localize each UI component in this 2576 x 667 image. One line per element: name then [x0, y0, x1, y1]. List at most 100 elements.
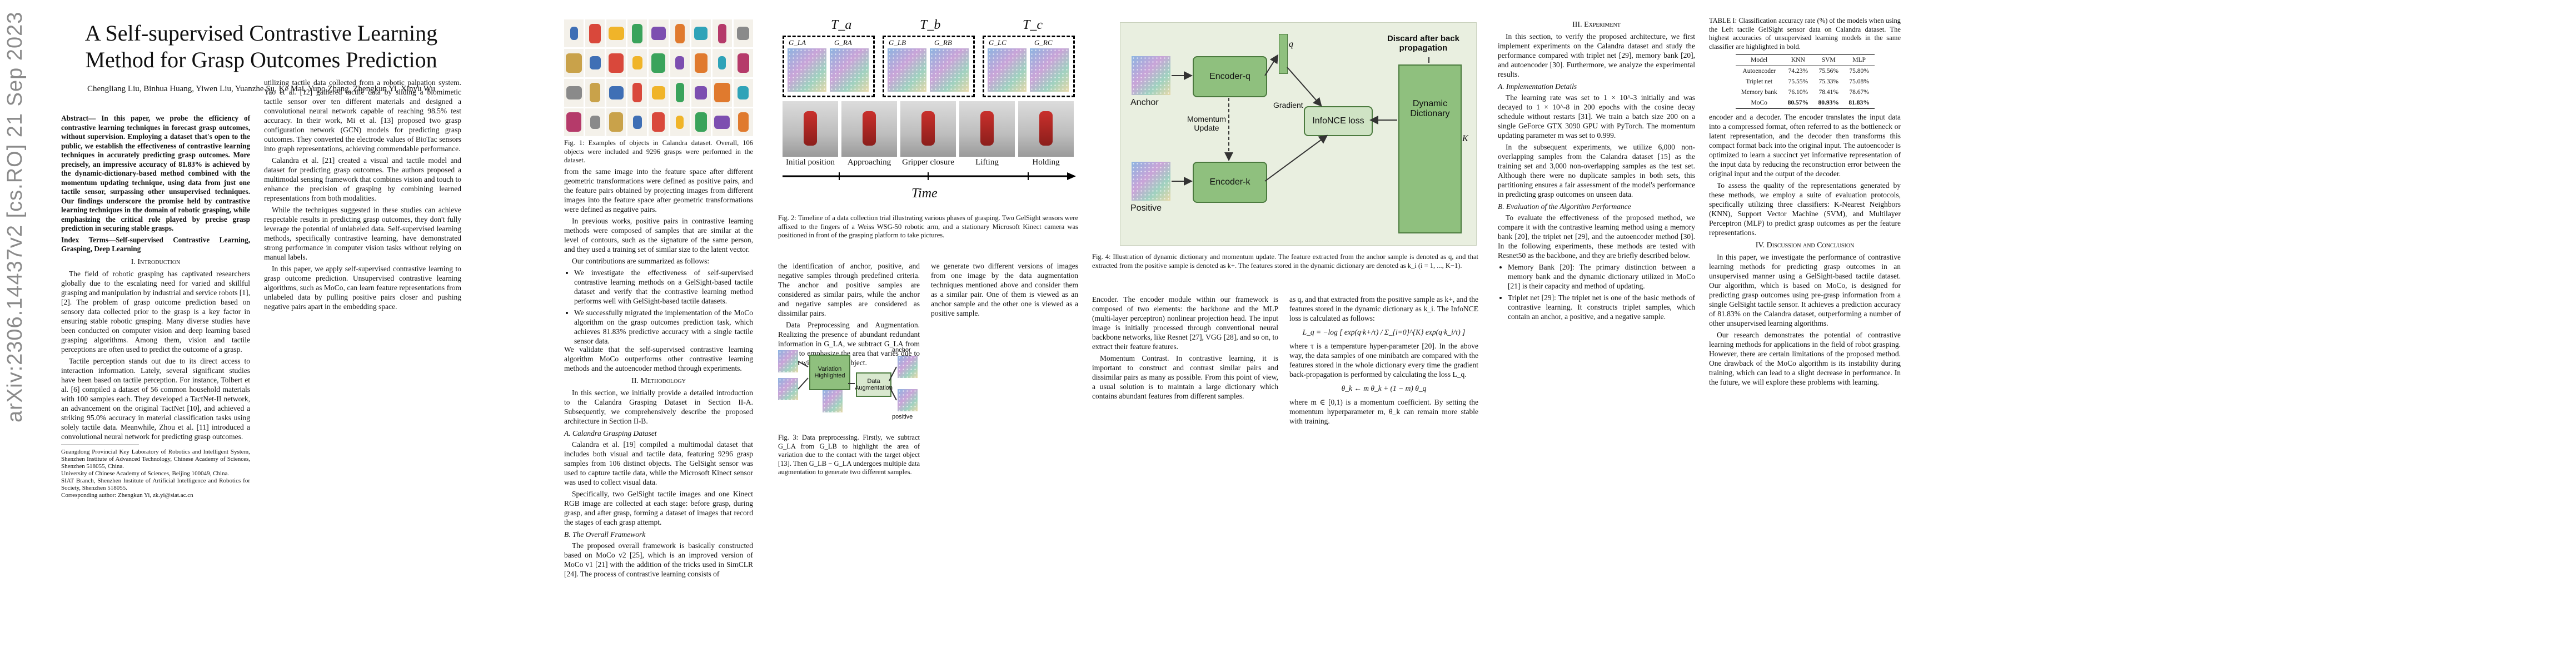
col10-paragraph-1: encoder and a decoder. The encoder trans… — [1709, 113, 1901, 178]
col8-paragraph-2: where τ is a temperature hyper-parameter… — [1289, 342, 1478, 379]
figure-4-moco-diagram: Anchor Positive Encoder-q Encoder-k Mome… — [1120, 22, 1477, 246]
gelsight-image-la — [788, 48, 826, 92]
arxiv-stamp: arXiv:2306.14437v2 [cs.RO] 21 Sep 2023 — [3, 11, 27, 422]
col10-paragraph-2: To assess the quality of the representat… — [1709, 181, 1901, 237]
pane-label-glc: G_LC — [989, 38, 1007, 47]
object-thumbnail — [564, 78, 584, 107]
preproc-anchor — [898, 356, 918, 378]
preproc-arrows — [798, 361, 897, 401]
robot-photo-holding — [1018, 101, 1074, 157]
method-paragraph-4: The proposed overall framework is basica… — [564, 541, 753, 578]
footnote-3: SIAT Branch, Shenzhen Institute of Artif… — [61, 477, 250, 491]
column-10: TABLE I: Classification accuracy rate (%… — [1709, 17, 1901, 389]
object-thumbnail — [712, 108, 732, 136]
table-header-model: Model — [1735, 54, 1783, 66]
contribution-2: We successfully migrated the implementat… — [574, 308, 753, 346]
column-2: utilizing tactile data collected from a … — [264, 78, 461, 313]
object-thumbnail — [691, 78, 711, 107]
column-9: III. Experiment In this section, to veri… — [1498, 17, 1695, 323]
col3-paragraph-1: from the same image into the feature spa… — [564, 167, 753, 213]
col2-paragraph-3: While the techniques suggested in these … — [264, 206, 461, 261]
paper-title: A Self-supervised Contrastive Learning M… — [84, 21, 438, 72]
stage-gripper-closure: Gripper closure — [902, 158, 954, 167]
object-thumbnail — [606, 108, 626, 136]
stage-initial-position: Initial position — [786, 158, 835, 167]
contribution-1: We investigate the effectiveness of self… — [574, 268, 753, 306]
preproc-positive — [898, 389, 918, 411]
object-thumbnail — [691, 108, 711, 136]
column-6: we generate two different versions of im… — [931, 261, 1078, 320]
figure-1-object-grid — [564, 19, 753, 136]
section-discussion: IV. Discussion and Conclusion — [1755, 241, 1855, 250]
figure-1-caption: Fig. 1: Examples of objects in Calandra … — [564, 139, 753, 164]
column-1: Abstract— In this paper, we probe the ef… — [61, 114, 250, 499]
gelsight-image-lc — [988, 48, 1027, 92]
arxiv-margin: arXiv:2306.14437v2 [cs.RO] 21 Sep 2023 — [0, 0, 33, 667]
object-thumbnail — [606, 49, 626, 77]
data-augmentation-box: Data Augmentation — [855, 372, 893, 397]
object-thumbnail — [649, 49, 669, 77]
figure-3-preprocessing: Variation Highlighted Data Augmentation … — [778, 345, 920, 428]
col10-paragraph-3: In this paper, we investigate the perfor… — [1709, 253, 1901, 327]
anchor-image — [1132, 56, 1170, 95]
robot-photo-lifting — [959, 101, 1015, 157]
equation-momentum: θ_k ← m θ_k + (1 − m) θ_q — [1341, 384, 1427, 392]
anchor-label: Anchor — [1130, 98, 1159, 107]
positive-label: Positive — [1130, 203, 1162, 213]
infonce-loss-box: InfoNCE loss — [1304, 106, 1373, 136]
col8-paragraph-3: where m ∈ [0,1) is a momentum coefficien… — [1289, 398, 1478, 425]
object-thumbnail — [670, 19, 690, 48]
object-thumbnail — [564, 108, 584, 136]
object-thumbnail — [733, 49, 753, 77]
method-paragraph-2: Calandra et al. [19] compiled a multimod… — [564, 440, 753, 486]
variation-highlighted-box: Variation Highlighted — [809, 355, 850, 390]
footnote-2: University of Chinese Academy of Science… — [61, 470, 230, 477]
gelsight-pane-c: G_LC G_RC — [983, 36, 1075, 97]
figure-2-timeline: T_a T_b T_c G_LA G_RA G_LB G_RB G_LC G_R… — [778, 18, 1078, 210]
object-thumbnail — [585, 78, 605, 107]
object-thumbnail — [649, 108, 669, 136]
dynamic-dictionary: Dynamic Dictionary — [1398, 64, 1462, 233]
object-thumbnail — [585, 108, 605, 136]
timeline-arrow — [783, 172, 1076, 180]
exp-memory-bank: Memory Bank [20]: The primary distinctio… — [1508, 262, 1695, 291]
exp-triplet-net: Triplet net [29]: The triplet net is one… — [1508, 293, 1695, 321]
object-thumbnail — [670, 108, 690, 136]
timeline-label-ta: T_a — [831, 18, 852, 32]
gradient-label: Gradient — [1273, 101, 1303, 109]
intro-paragraph-2: Tactile perception stands out due to its… — [61, 356, 250, 441]
footnote-1: Guangdong Provincial Key Laboratory of R… — [61, 448, 250, 470]
col5-paragraph-1: the identification of anchor, positive, … — [778, 262, 920, 317]
query-vector — [1279, 34, 1288, 74]
gelsight-image-rb — [930, 48, 969, 92]
method-paragraph-1: In this section, we initially provide a … — [564, 389, 753, 425]
object-thumbnail — [627, 49, 647, 77]
object-thumbnail — [712, 19, 732, 48]
section-methodology: II. Methodology — [631, 377, 686, 385]
preproc-difference — [823, 390, 843, 412]
preproc-input-a — [778, 350, 798, 372]
timeline-axis-label: Time — [911, 186, 938, 201]
diagram-arrows — [1172, 54, 1429, 186]
stage-holding: Holding — [1032, 158, 1060, 167]
table-header-knn: KNN — [1782, 54, 1813, 66]
subsection-framework: B. The Overall Framework — [564, 530, 646, 539]
col4-paragraph-0: We validate that the self-supervised con… — [564, 345, 753, 372]
dictionary-label: Dynamic Dictionary — [1410, 99, 1450, 118]
object-thumbnail — [691, 49, 711, 77]
object-thumbnail — [733, 108, 753, 136]
col7-paragraph-2: Momentum Contrast. In contrastive learni… — [1092, 354, 1278, 400]
col3-paragraph-2: In previous works, positive pairs in con… — [564, 217, 753, 253]
object-thumbnail — [564, 49, 584, 77]
col8-paragraph-1: as q, and that extracted from the positi… — [1289, 295, 1478, 322]
pane-label-grb: G_RB — [934, 38, 952, 47]
query-label: q — [1289, 39, 1293, 49]
object-thumbnail — [606, 19, 626, 48]
contributions-intro: Our contributions are summarized as foll… — [572, 257, 710, 265]
object-thumbnail — [670, 49, 690, 77]
subsection-dataset: A. Calandra Grasping Dataset — [564, 429, 657, 437]
table-header-mlp: MLP — [1843, 54, 1875, 66]
object-thumbnail — [712, 49, 732, 77]
